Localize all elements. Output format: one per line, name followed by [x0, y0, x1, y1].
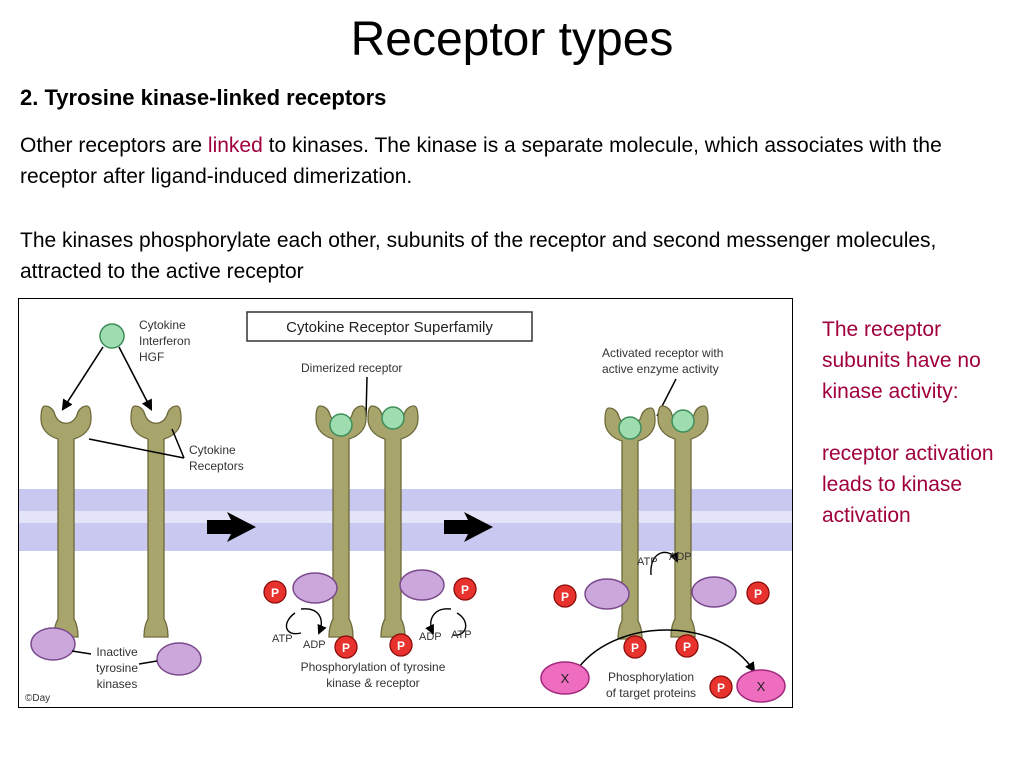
phosphate-kinase-left	[263, 580, 287, 604]
ligand-arrow-right	[118, 346, 153, 411]
dimer-ligand-left	[329, 413, 353, 437]
kinase-inactive-2	[156, 642, 202, 676]
adp-label-active: ADP	[669, 551, 692, 563]
phos-label-2b: of target proteins	[606, 686, 696, 700]
phos-label-1b: kinase & receptor	[326, 676, 419, 690]
kinase-bound-right	[399, 569, 445, 601]
phos-label-2a: Phosphorylation	[608, 670, 694, 684]
transition-arrow-1	[207, 512, 256, 542]
ligand-label-1: Cytokine	[139, 318, 186, 332]
atp-adp-arrow	[650, 551, 679, 576]
para1-linked-highlight: linked	[207, 134, 263, 157]
dimer-ligand-right	[381, 406, 405, 430]
adp-label-left: ADP	[303, 639, 326, 651]
dimerized-pointer	[365, 376, 368, 418]
side-note-spacer	[822, 407, 1012, 438]
inactive-label-1: Inactive	[96, 645, 138, 659]
atp-curve-left	[285, 612, 302, 635]
phosphate-receptor-left	[334, 635, 358, 659]
para1-after: to kinases. The kinase is a separate mol…	[20, 134, 942, 188]
inactive-label-2: tyrosine	[96, 661, 138, 675]
slide-title: Receptor types	[350, 13, 674, 66]
active-phosphate-right	[746, 581, 770, 605]
adp-label-right: ADP	[419, 631, 442, 643]
ligand-label-3: HGF	[139, 350, 164, 364]
target-x-label: X	[561, 671, 570, 686]
adp-arrow-left	[300, 608, 327, 635]
target-x-label: X	[757, 679, 766, 694]
active-phosphate-receptor-right	[675, 634, 699, 658]
subheading: 2. Tyrosine kinase-linked receptors	[20, 85, 387, 110]
phosphate-label: P	[342, 641, 350, 655]
phosphate-label: P	[683, 640, 691, 654]
target-phosphorylation-arrow	[578, 629, 756, 673]
target-protein-phosphorylated	[736, 669, 786, 703]
kinase-inactive-1	[30, 627, 76, 661]
receptor-pointer-line-2	[171, 428, 185, 459]
active-phosphate-receptor-left	[623, 635, 647, 659]
kinase-bound-left	[292, 572, 338, 604]
box-title: Cytokine Receptor Superfamily	[286, 319, 493, 336]
phosphate-receptor-right	[389, 633, 413, 657]
phosphate-label: P	[461, 583, 469, 597]
phosphate-label: P	[271, 586, 279, 600]
activated-label-2: active enzyme activity	[602, 362, 719, 376]
phosphate-label: P	[561, 590, 569, 604]
paragraph-phosphorylate: The kinases phosphorylate each other, su…	[20, 229, 937, 283]
transition-arrow-2	[444, 512, 493, 542]
target-protein-unphosphorylated	[540, 661, 590, 695]
receptor-label-2: Receptors	[189, 459, 244, 473]
atp-curve-right	[452, 612, 467, 636]
active-kinase-right	[691, 576, 737, 608]
side-note-line-1: The receptor subunits have no kinase act…	[822, 318, 981, 403]
receptor-label-1: Cytokine	[189, 443, 236, 457]
receptor-diagram-svg: Cytokine Receptor Superfamily Cytokine I…	[19, 311, 792, 704]
ligand-label-2: Interferon	[139, 334, 190, 348]
paragraph-linked: Other receptors are linked to kinases. T…	[20, 130, 1010, 192]
target-phosphate	[709, 675, 733, 699]
credit: ©Day	[25, 693, 50, 704]
kinase-pointer-line-2	[138, 660, 158, 665]
side-note-line-2: receptor activation leads to kinase acti…	[822, 442, 994, 527]
active-ligand-right	[671, 409, 695, 433]
active-kinase-left	[584, 578, 630, 610]
kinase-pointer-line-1	[71, 650, 92, 655]
active-phosphate-left	[553, 584, 577, 608]
inactive-label-3: kinases	[97, 677, 138, 691]
ligand-circle	[99, 323, 125, 349]
atp-label-right: ATP	[451, 629, 472, 641]
adp-arrow-right	[425, 608, 452, 635]
dimerized-label: Dimerized receptor	[301, 361, 402, 375]
phosphate-label: P	[754, 587, 762, 601]
phosphate-label: P	[717, 681, 725, 695]
phos-label-1a: Phosphorylation of tyrosine	[301, 660, 446, 674]
active-ligand-left	[618, 416, 642, 440]
box-title-frame	[246, 311, 533, 342]
phosphate-label: P	[397, 639, 405, 653]
side-note: The receptor subunits have no kinase act…	[822, 314, 1012, 531]
ligand-arrow-left	[61, 346, 104, 411]
atp-label-active: ATP	[637, 556, 658, 568]
receptor-diagram: Cytokine Receptor Superfamily Cytokine I…	[18, 298, 793, 708]
para1-before: Other receptors are	[20, 134, 208, 157]
atp-label-left: ATP	[272, 633, 293, 645]
phosphate-label: P	[631, 641, 639, 655]
phosphate-kinase-right	[453, 577, 477, 601]
receptor-pointer-line	[88, 438, 185, 459]
activated-label-1: Activated receptor with	[602, 346, 723, 360]
